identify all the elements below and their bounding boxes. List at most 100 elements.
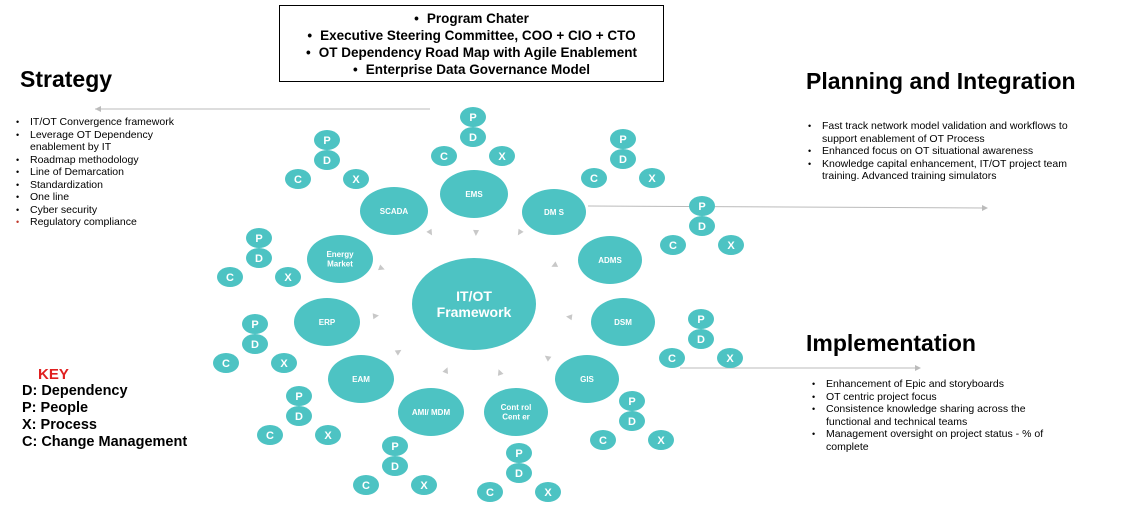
pdcx-letter: D [619, 154, 627, 166]
pdcx-letter: C [486, 487, 494, 499]
implementation-item: Enhancement of Epic and storyboards [810, 378, 1060, 391]
planning-heading: Planning and Integration [806, 68, 1076, 94]
center-node-label: Framework [437, 304, 512, 320]
pdcx-bubble [639, 168, 665, 188]
pdcx-letter: D [628, 416, 636, 428]
pdcx-letter: D [391, 461, 399, 473]
pdcx-bubble [286, 406, 312, 426]
erp-node [294, 298, 360, 346]
pdcx-letter: P [323, 135, 330, 147]
implementation-item: Management oversight on project status -… [810, 428, 1060, 453]
pdcx-bubble [285, 169, 311, 189]
key-title: KEY [38, 366, 69, 383]
arrow-icon [497, 369, 504, 376]
key-legend: KEY D: Dependency P: People X: Process C… [22, 366, 187, 451]
pdcx-bubble [660, 235, 686, 255]
strategy-list: IT/OT Convergence framework Leverage OT … [14, 116, 199, 229]
pdcx-letter: D [323, 155, 331, 167]
strategy-item: Regulatory compliance [14, 216, 199, 229]
pdcx-bubble [382, 436, 408, 456]
pdcx-letter: X [324, 430, 332, 442]
implementation-list: Enhancement of Epic and storyboards OT c… [810, 378, 1060, 453]
pdcx-letter: C [266, 430, 274, 442]
adms-node-label: ADMS [598, 256, 622, 265]
pdcx-letter: C [226, 272, 234, 284]
dms-node [522, 189, 586, 235]
pdcx-bubble [688, 329, 714, 349]
pdcx-letter: P [251, 319, 258, 331]
pdcx-letter: X [657, 435, 665, 447]
dsm-node [591, 298, 655, 346]
center-node-label: IT/OT [456, 288, 492, 304]
pdcx-bubble [460, 107, 486, 127]
pdcx-bubble [217, 267, 243, 287]
arrow-icon [544, 355, 552, 362]
pdcx-letter: D [251, 339, 259, 351]
charter-item: Executive Steering Committee, COO + CIO … [280, 27, 663, 44]
arrow-icon [372, 313, 379, 320]
pdcx-bubble [460, 127, 486, 147]
pdcx-bubble [477, 482, 503, 502]
arrow-icon [394, 349, 402, 356]
pdcx-bubble [271, 353, 297, 373]
pdcx-bubble [689, 196, 715, 216]
pdcx-bubble [257, 425, 283, 445]
pdcx-letter: X [544, 487, 552, 499]
control-center-node-label: Cent er [502, 412, 530, 421]
pdcx-letter: D [515, 468, 523, 480]
arrow-icon [378, 264, 385, 271]
strategy-item: Cyber security [14, 204, 199, 217]
pdcx-bubble [659, 348, 685, 368]
planning-list: Fast track network model validation and … [806, 120, 1096, 183]
pdcx-bubble [382, 456, 408, 476]
pdcx-letter: X [648, 173, 656, 185]
control-center-node [484, 388, 548, 436]
strategy-item: Line of Demarcation [14, 166, 199, 179]
pdcx-letter: C [440, 151, 448, 163]
pdcx-bubble [314, 150, 340, 170]
pdcx-bubble [619, 411, 645, 431]
pdcx-bubble [717, 348, 743, 368]
key-item: X: Process [22, 417, 97, 433]
eam-node-label: EAM [352, 375, 370, 384]
pdcx-letter: P [255, 233, 262, 245]
pdcx-bubble [353, 475, 379, 495]
planning-item: Fast track network model validation and … [806, 120, 1096, 145]
pdcx-letter: D [255, 253, 263, 265]
pdcx-bubble [619, 391, 645, 411]
dsm-node-label: DSM [614, 318, 632, 327]
pdcx-letter: C [294, 174, 302, 186]
pdcx-letter: P [295, 391, 302, 403]
implementation-heading: Implementation [806, 330, 976, 356]
pdcx-bubble [431, 146, 457, 166]
strategy-item: One line [14, 191, 199, 204]
pdcx-bubble [246, 248, 272, 268]
arrow-icon [473, 229, 480, 236]
charter-item: Program Chater [280, 10, 663, 27]
pdcx-letter: D [698, 221, 706, 233]
pdcx-letter: C [590, 173, 598, 185]
pdcx-letter: X [352, 174, 360, 186]
pdcx-bubble [535, 482, 561, 502]
pdcx-letter: D [469, 132, 477, 144]
pdcx-letter: P [697, 314, 704, 326]
arrowhead-icon [982, 205, 988, 211]
strategy-item: Leverage OT Dependency enablement by IT [14, 129, 199, 154]
energy-market-node [307, 235, 373, 283]
pdcx-bubble [590, 430, 616, 450]
pdcx-letter: C [669, 240, 677, 252]
energy-market-node-label: Energy [326, 250, 354, 259]
scada-node-label: SCADA [380, 207, 409, 216]
pdcx-letter: D [697, 334, 705, 346]
pdcx-letter: P [628, 396, 635, 408]
pdcx-bubble [213, 353, 239, 373]
charter-item: OT Dependency Road Map with Agile Enable… [280, 44, 663, 61]
pdcx-bubble [242, 334, 268, 354]
pdcx-bubble [343, 169, 369, 189]
pdcx-bubble [689, 216, 715, 236]
pdcx-letter: X [420, 480, 428, 492]
control-center-node-label: Cont rol [501, 403, 532, 412]
pdcx-bubble [411, 475, 437, 495]
pdcx-letter: X [280, 358, 288, 370]
